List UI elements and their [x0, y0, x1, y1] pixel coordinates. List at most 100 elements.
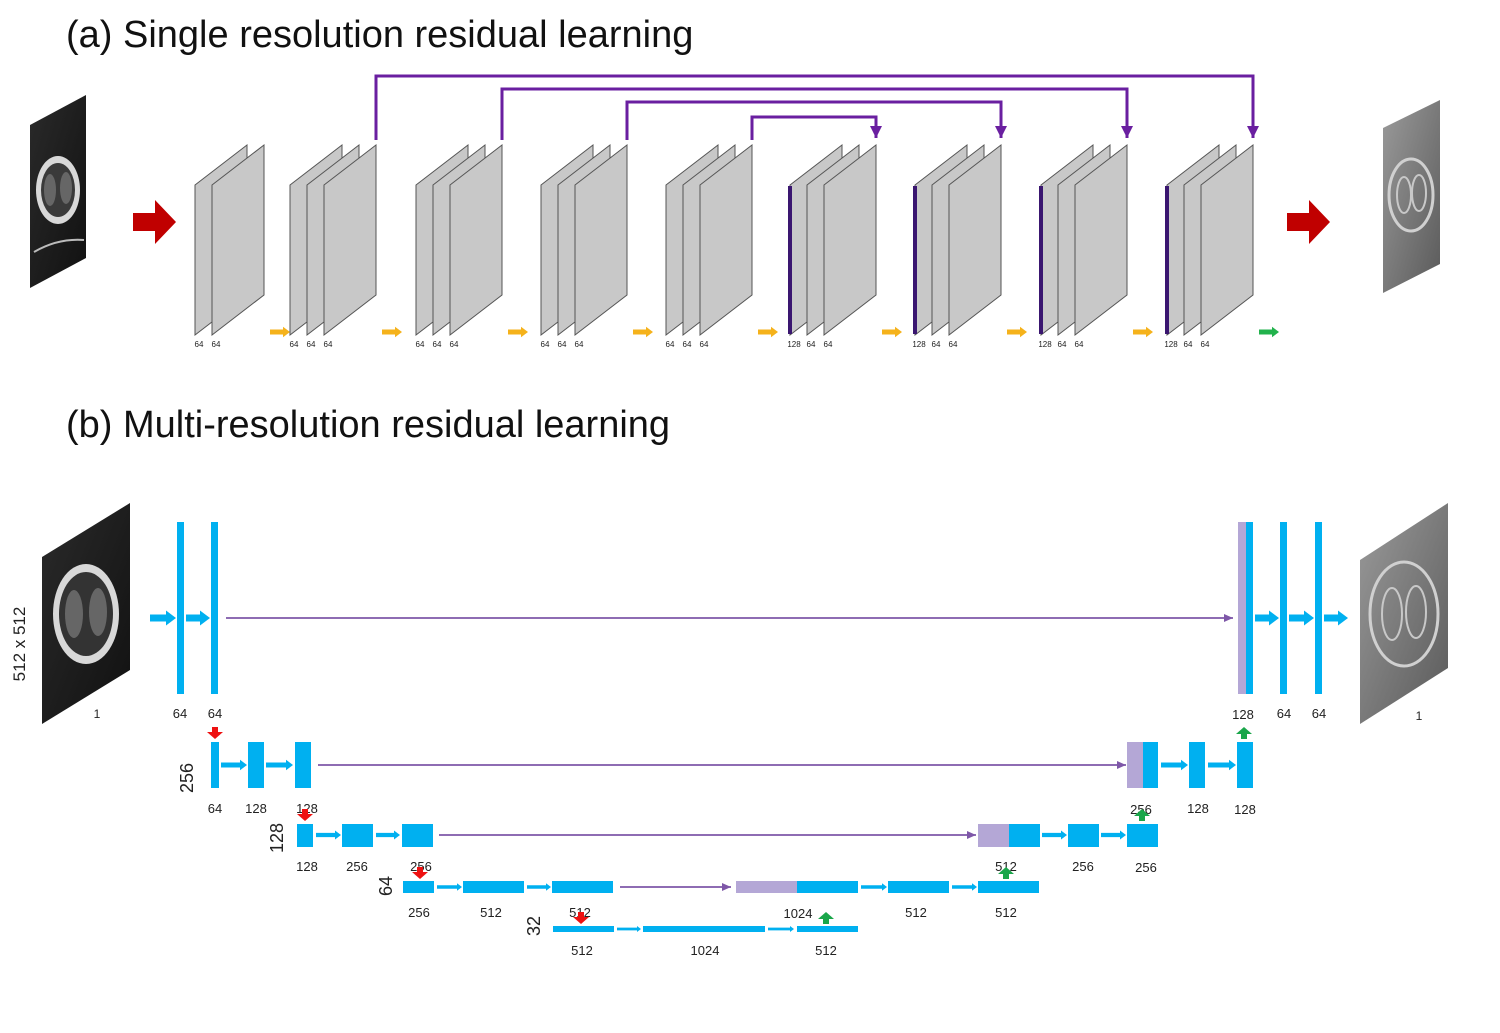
block-arrow: [437, 883, 462, 891]
size-label: 256: [177, 763, 197, 793]
feature-map: [449, 143, 503, 337]
layer-arrow: [382, 326, 402, 338]
conv-block: [177, 522, 184, 694]
conv-block: [643, 926, 765, 932]
channel-label: 128: [1164, 340, 1178, 349]
output-ct-body: [1368, 560, 1440, 668]
channel-label: 128: [1038, 340, 1052, 349]
channel-label: 64: [324, 340, 333, 349]
feature-map: [1200, 143, 1254, 337]
channel-label: 512: [995, 859, 1017, 874]
channel-label: 64: [541, 340, 550, 349]
layer-arrow: [1007, 326, 1027, 338]
layer-arrow: [270, 326, 290, 338]
feature-map: [1074, 143, 1128, 337]
block-arrow: [186, 610, 210, 626]
channel-label: 128: [1234, 802, 1256, 817]
block-arrow: [768, 926, 794, 932]
conv-block: [888, 881, 949, 893]
block-arrow: [1289, 610, 1314, 626]
concat-block: [1238, 522, 1246, 694]
size-label: 128: [267, 823, 287, 853]
skip-connection: [750, 115, 882, 140]
ct-lung-right: [89, 588, 107, 636]
downsample-arrow: [573, 912, 589, 924]
skip-connection: [500, 87, 1133, 140]
channel-label: 64: [1058, 340, 1067, 349]
layer-group-4: 64 64 64: [540, 143, 653, 349]
output-ct-image-a: [1383, 100, 1440, 293]
conv-block: [1189, 742, 1205, 788]
layer-arrow: [1133, 326, 1153, 338]
upsample-arrow: [998, 867, 1014, 879]
channel-label: 1024: [784, 906, 813, 921]
layer-arrow: [633, 326, 653, 338]
channel-label: 512: [480, 905, 502, 920]
panel-b-title: (b) Multi-resolution residual learning: [66, 404, 671, 446]
channel-label: 64: [558, 340, 567, 349]
feature-map: [948, 143, 1002, 337]
channel-label: 128: [296, 801, 318, 816]
channel-label: 64: [949, 340, 958, 349]
conv-block: [1068, 824, 1099, 847]
channel-label: 64: [1277, 706, 1291, 721]
channel-label: 256: [1072, 859, 1094, 874]
skip-connection: [374, 74, 1259, 140]
conv-block: [1009, 824, 1040, 847]
conv-block: [297, 824, 313, 847]
channel-label: 64: [1184, 340, 1193, 349]
conv-block: [248, 742, 264, 788]
channel-label: 256: [346, 859, 368, 874]
channel-label: 128: [296, 859, 318, 874]
feature-map: [323, 143, 377, 337]
channel-label: 128: [1232, 707, 1254, 722]
conv-block: [463, 881, 524, 893]
block-arrow: [952, 883, 977, 891]
conv-block: [342, 824, 373, 847]
channel-label: 256: [1135, 860, 1157, 875]
size-label: 32: [524, 916, 544, 936]
channel-label: 64: [173, 706, 187, 721]
concat-block: [736, 881, 797, 893]
channel-label: 512: [995, 905, 1017, 920]
channel-label: 256: [410, 859, 432, 874]
conv-block: [1280, 522, 1287, 694]
channel-label: 256: [408, 905, 430, 920]
block-arrow: [1161, 759, 1188, 771]
upsample-arrow: [1134, 809, 1150, 821]
conv-block: [797, 881, 858, 893]
feature-map: [211, 143, 265, 337]
channel-label: 64: [307, 340, 316, 349]
channel-label: 128: [245, 801, 267, 816]
conv-block: [295, 742, 311, 788]
conv-block: [552, 881, 613, 893]
conv-block: [1246, 522, 1253, 694]
channel-label: 1024: [691, 943, 720, 958]
block-arrow: [266, 759, 293, 771]
channel-label: 64: [1201, 340, 1210, 349]
output-ct-lung-right: [1405, 585, 1427, 639]
input-ct-image-a: [30, 95, 86, 288]
layer-group-8: 128 64 64: [1038, 143, 1153, 349]
channel-label: 64: [683, 340, 692, 349]
conv-block: [553, 926, 614, 932]
block-arrow: [1208, 759, 1236, 771]
feature-map: [699, 143, 753, 337]
channel-label: 64: [433, 340, 442, 349]
conv-block: [1237, 742, 1253, 788]
channel-label: 64: [1312, 706, 1326, 721]
channel-label: 512: [815, 943, 837, 958]
block-arrow: [861, 883, 887, 891]
layer-group-9: 128 64 64: [1164, 143, 1279, 349]
downsample-arrow: [207, 727, 223, 739]
feature-map: [574, 143, 628, 337]
feature-map: [823, 143, 877, 337]
channel-label: 64: [575, 340, 584, 349]
output-channel-label: 1: [1416, 709, 1423, 723]
channel-label: 64: [450, 340, 459, 349]
block-arrow: [376, 830, 400, 840]
channel-label: 64: [1075, 340, 1084, 349]
output-ct-image-b: [1360, 503, 1448, 724]
